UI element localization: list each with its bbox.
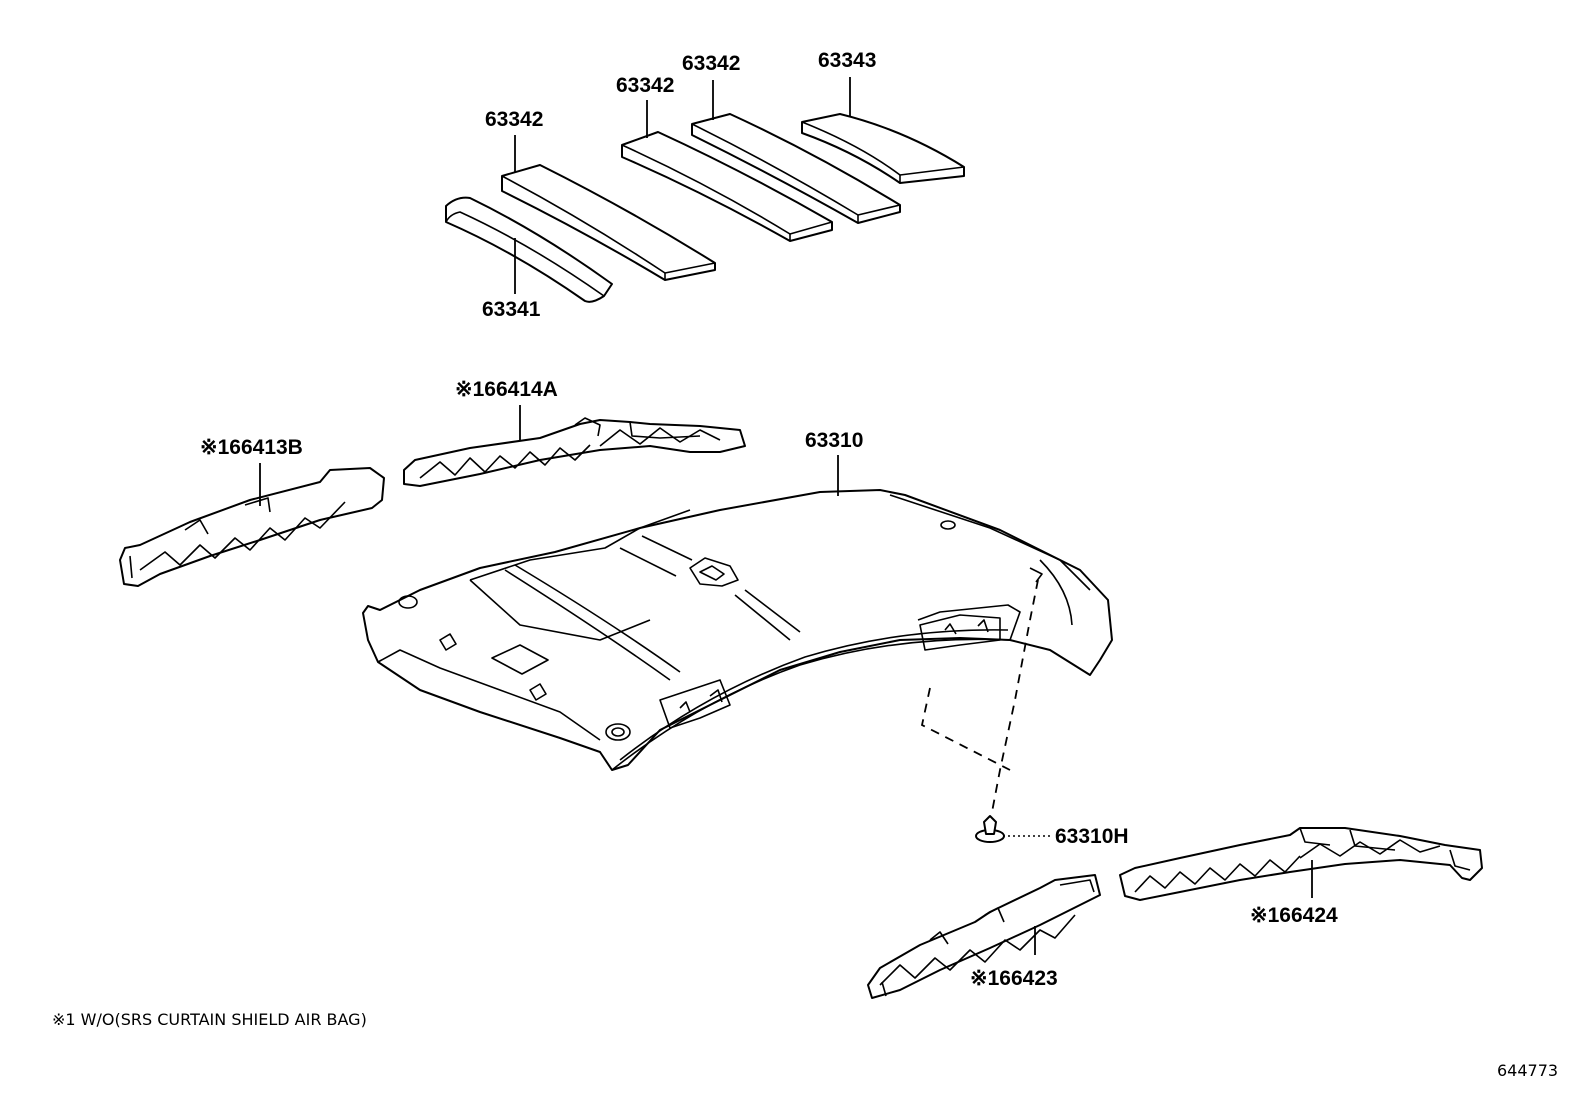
callout-63341: 63341 [482, 298, 541, 321]
callout-63310: 63310 [805, 429, 863, 452]
rail-66423[interactable] [867, 874, 1101, 999]
clip-63310h[interactable] [975, 815, 1005, 843]
pad-63342-2[interactable] [621, 131, 833, 242]
rail-66414a[interactable] [403, 417, 746, 487]
pad-63343[interactable] [801, 113, 965, 184]
footnote: ※1 W/O(SRS CURTAIN SHIELD AIR BAG) [52, 1010, 367, 1029]
clip-install-lines [920, 579, 1039, 813]
callout-63310h: 63310H [1055, 825, 1129, 848]
rail-66424[interactable] [1119, 827, 1483, 901]
headliner-63310[interactable] [362, 489, 1113, 771]
callout-63343: 63343 [818, 49, 876, 72]
callout-66424: ※166424 [1250, 904, 1338, 927]
callout-63342-c: 63342 [682, 52, 740, 75]
pad-63342-3[interactable] [691, 113, 901, 224]
callout-66413b: ※166413B [200, 436, 303, 459]
pad-63342-1[interactable] [501, 164, 716, 281]
rail-66413b[interactable] [119, 467, 385, 587]
callout-63342-b: 63342 [616, 74, 674, 97]
pad-63341[interactable] [445, 196, 613, 303]
leader-lines [259, 77, 1313, 955]
callout-66423: ※166423 [970, 967, 1058, 990]
diagram-reference-number: 644773 [1497, 1061, 1558, 1080]
callout-labels: 63342 63341 63342 63342 63343 ※166413B ※… [200, 49, 1338, 990]
callout-63342-a: 63342 [485, 108, 543, 131]
callout-66414a: ※166414A [455, 378, 558, 401]
